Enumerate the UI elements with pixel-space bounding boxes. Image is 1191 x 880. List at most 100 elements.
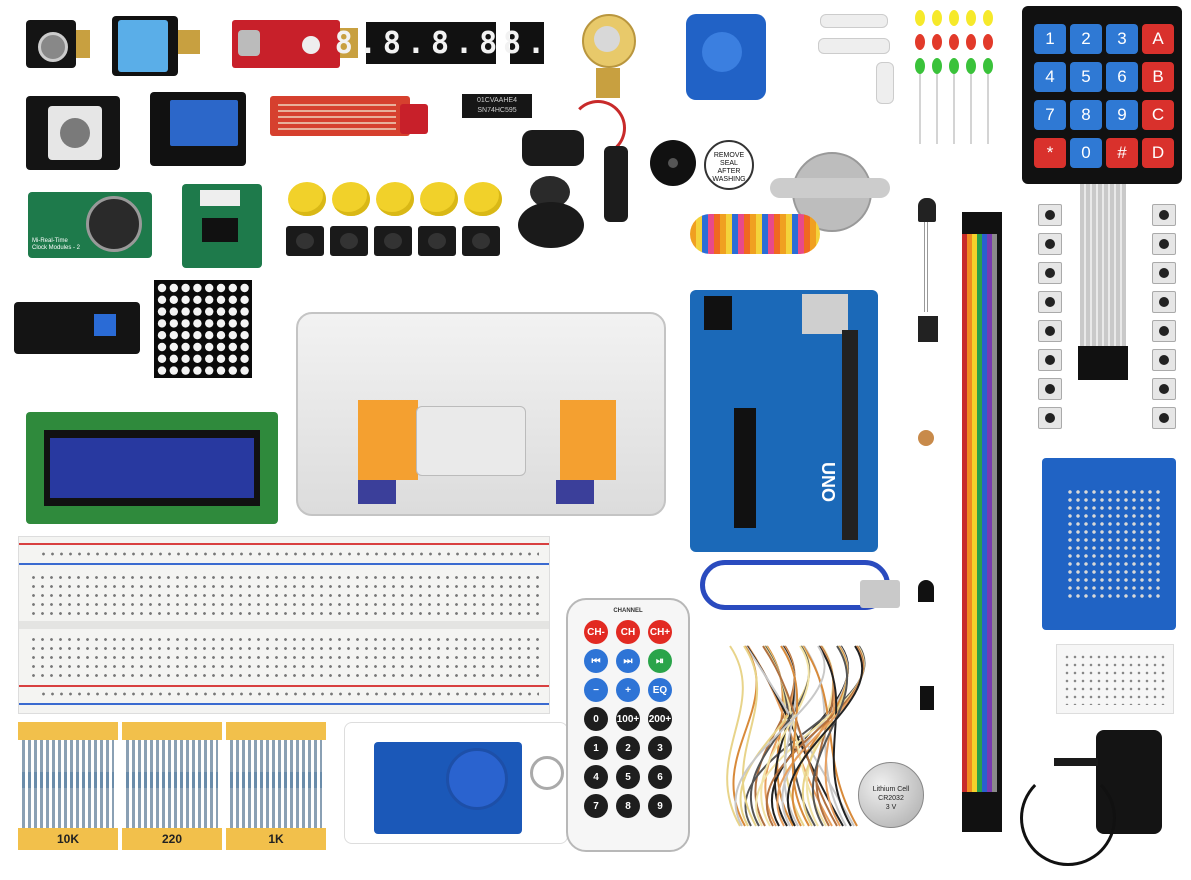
keypad-key: 8 xyxy=(1070,100,1102,130)
adapter-cable xyxy=(1020,770,1116,866)
buzzer-sticker: REMOVE SEAL AFTER WASHING xyxy=(704,140,754,190)
push-button xyxy=(1038,349,1062,371)
push-button xyxy=(1152,407,1176,429)
matrix-dot xyxy=(181,342,190,352)
water-level-sensor xyxy=(270,96,410,136)
button-cap xyxy=(288,182,326,216)
remote-button: 4 xyxy=(584,765,608,789)
matrix-dot xyxy=(169,331,178,340)
matrix-dot xyxy=(205,354,214,363)
rfid-keyfob xyxy=(446,748,508,810)
ir-receiver xyxy=(918,198,936,222)
ky-sensor-module xyxy=(26,20,76,68)
remote-button: + xyxy=(616,678,640,702)
matrix-dot xyxy=(228,283,237,293)
remote-button: CH- xyxy=(584,620,608,644)
matrix-dot xyxy=(157,331,167,340)
button-cap xyxy=(332,182,370,216)
tactile-switch xyxy=(462,226,500,256)
buzzer-sticker-line1: REMOVE xyxy=(713,152,745,159)
led-svg xyxy=(915,10,993,144)
matrix-dot xyxy=(193,342,202,352)
push-button-cap xyxy=(1159,326,1169,336)
matrix-dot xyxy=(157,283,167,293)
tilt-switch xyxy=(920,686,934,710)
matrix-dot xyxy=(181,331,190,340)
remote-header: CHANNEL xyxy=(613,608,643,614)
push-button-cap xyxy=(1045,413,1055,423)
resistor-bodies xyxy=(22,772,114,788)
matrix-dot xyxy=(181,307,190,316)
keypad-key: * xyxy=(1034,138,1066,168)
rtc-module: Mi-Real-Time Clock Modules - 2 xyxy=(28,192,152,258)
resistor-tape-top xyxy=(18,722,118,740)
remote-button: 9 xyxy=(648,794,672,818)
jumper-wires-bundle xyxy=(720,636,870,836)
keypad-key: B xyxy=(1142,62,1174,92)
pin-header xyxy=(340,28,358,58)
servo-horn xyxy=(820,14,888,28)
matrix-dot xyxy=(205,342,214,352)
coin-cell-battery: Lithium Cell CR2032 3 V xyxy=(858,762,924,828)
matrix-dot xyxy=(157,307,167,316)
led xyxy=(983,58,993,74)
led xyxy=(932,58,942,74)
led xyxy=(949,10,959,26)
rtc-text-2: Clock Modules - 2 xyxy=(32,245,81,251)
seven-segment-4digit: 8.8.8.8. xyxy=(335,22,521,64)
matrix-dot xyxy=(205,283,214,293)
tactile-switch xyxy=(374,226,412,256)
jumper-wire xyxy=(726,645,744,827)
matrix-dot xyxy=(240,331,249,340)
battery-clip-wire xyxy=(570,100,626,156)
pin-header xyxy=(596,68,620,98)
push-button xyxy=(1152,349,1176,371)
keypad-key: 1 xyxy=(1034,24,1066,54)
keypad-key: C xyxy=(1142,100,1174,130)
keypad-key: 4 xyxy=(1034,62,1066,92)
remote-button: 2 xyxy=(616,736,640,760)
coin-cell-line1: Lithium Cell xyxy=(872,786,910,793)
servo-horn xyxy=(876,62,894,104)
push-button-cap xyxy=(1045,384,1055,394)
push-button xyxy=(1152,262,1176,284)
stepper-driver-module xyxy=(182,184,262,268)
relay-module xyxy=(150,92,246,166)
i2c-lcd-adapter xyxy=(14,302,140,354)
jumper-wires-svg xyxy=(726,645,866,827)
dot-matrix-svg xyxy=(157,283,249,375)
ic-marking-1: 01CVAAHE4 xyxy=(477,97,517,104)
matrix-dot xyxy=(240,354,249,363)
lcd-1602 xyxy=(26,412,278,524)
potentiometer xyxy=(582,14,636,68)
resistor-label: 10K xyxy=(18,828,118,850)
ir-receiver-legs xyxy=(924,222,930,312)
arduino-uno-board: UNO xyxy=(690,290,878,552)
remote-button: ⏭ xyxy=(616,649,640,673)
remote-button: 3 xyxy=(648,736,672,760)
matrix-dot xyxy=(216,331,226,340)
matrix-dot xyxy=(157,354,167,363)
matrix-dot xyxy=(157,366,167,375)
remote-button: CH+ xyxy=(648,620,672,644)
dupont-ribbon-cable xyxy=(962,230,1002,802)
matrix-dot xyxy=(205,295,214,304)
matrix-dot xyxy=(216,319,226,328)
stepper-wires xyxy=(690,214,820,254)
keyring xyxy=(530,756,564,790)
matrix-dot xyxy=(240,319,249,328)
led xyxy=(932,34,942,50)
button-cap xyxy=(464,182,502,216)
temperature-sensor xyxy=(918,580,934,602)
remote-button: 7 xyxy=(584,794,608,818)
remote-button: ⏮ xyxy=(584,649,608,673)
remote-button: 6 xyxy=(648,765,672,789)
matrix-dot xyxy=(216,283,226,293)
led-dot-matrix xyxy=(154,280,252,378)
matrix-dot xyxy=(240,366,249,375)
matrix-dot xyxy=(216,307,226,316)
matrix-dot xyxy=(169,319,178,328)
keypad-key: 5 xyxy=(1070,62,1102,92)
push-button-cap xyxy=(1045,326,1055,336)
led xyxy=(915,34,925,50)
